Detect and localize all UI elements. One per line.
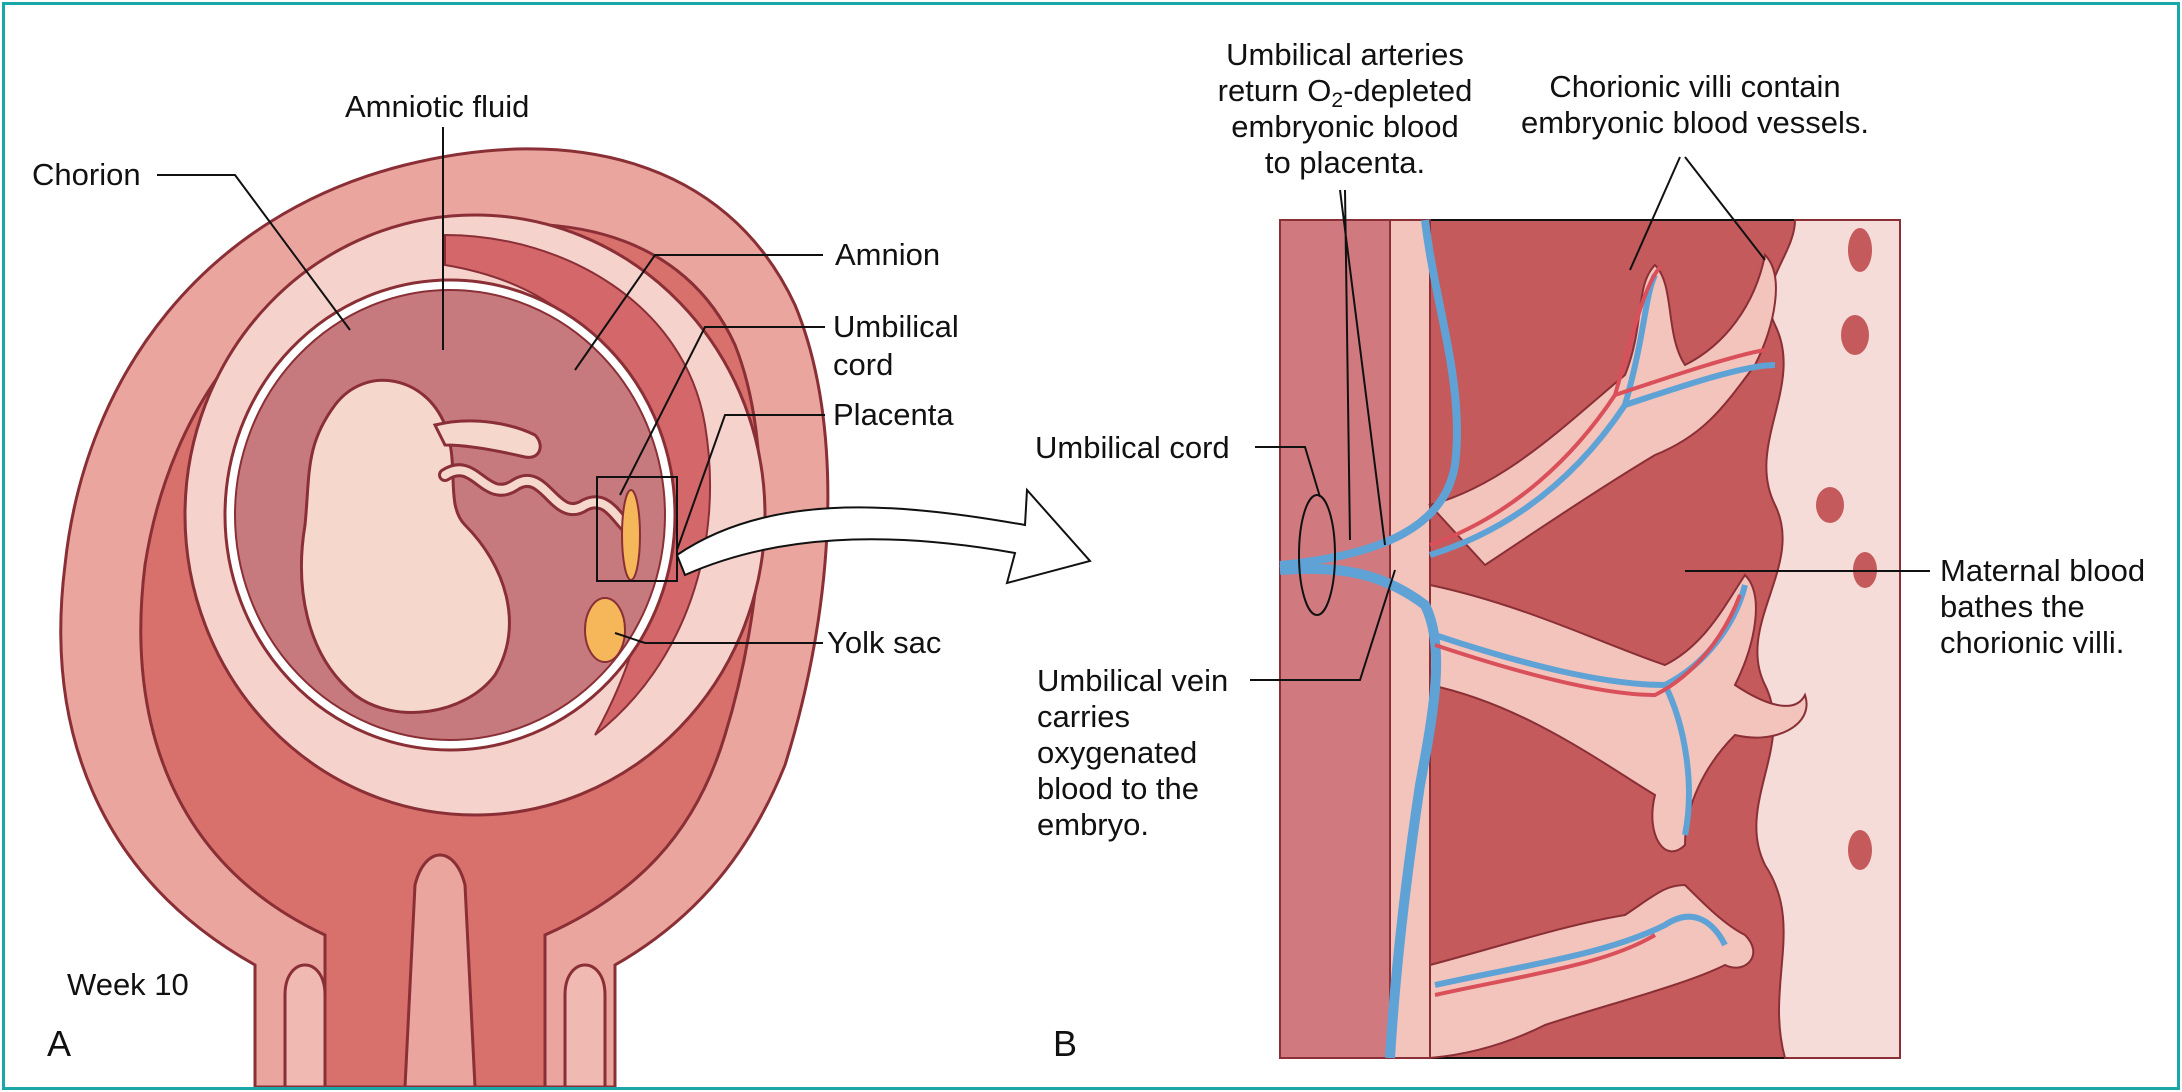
label-arteries-line3: embryonic blood [1231,109,1459,144]
cervix-left-lip [283,963,327,1087]
label-villi-line1: Chorionic villi contain [1549,69,1841,104]
maternal-island [1848,228,1872,272]
magnify-arrow [675,487,1092,585]
panel-letter-a: A [47,1023,72,1064]
label-placenta: Placenta [833,397,954,432]
label-umbilical-cord-a-line1: Umbilical [833,309,959,344]
leader-chorion [157,174,351,331]
label-villi-line2: embryonic blood vessels. [1520,105,1870,140]
label-arteries-line2-pre: return O [1217,73,1332,108]
label-umbilical-cord-b: Umbilical cord [1035,430,1230,465]
panel-b-illustration [1279,219,1901,1060]
label-arteries-line1: Umbilical arteries [1226,37,1464,72]
label-arteries-line2-sub: 2 [1331,89,1344,112]
label-chorion: Chorion [32,157,141,192]
leader-lines [157,127,1930,681]
label-maternal-line1: Maternal blood [1940,553,2146,588]
label-vein-line2: carries [1037,699,1131,734]
label-vein-line4: blood to the [1037,771,1200,806]
villus-tree-lower [1429,883,1755,1060]
embryo-limb [432,419,542,459]
yolk-stalk [621,489,641,581]
label-arteries-line4: to placenta. [1264,145,1426,180]
label-vein-line5: embryo. [1037,807,1149,842]
label-maternal-line2: bathes the [1940,589,2085,624]
label-vein-line3: oxygenated [1037,735,1198,770]
leader-arteries [1339,189,1386,546]
label-yolk-sac: Yolk sac [827,625,942,660]
leader-umbilical-cord-a [619,326,825,496]
leader-villi [1629,156,1766,271]
cervical-canal [403,853,477,1087]
label-arteries-line2-post: -depleted [1343,73,1473,108]
umbilical-cord-a-fill [441,466,629,529]
umbilical-cord-column [1279,219,1391,1059]
yolk-sac [584,597,626,663]
label-amnion: Amnion [835,237,941,272]
label-arteries-line2: return O2-depleted [1175,73,1515,111]
cervix-right-lip [563,963,607,1087]
villus-vessel-blue [1429,273,1776,988]
maternal-island [1841,315,1869,355]
leader-placenta [676,414,825,551]
cord-cross-section [1298,494,1336,616]
maternal-island [1848,830,1872,870]
panel-a-illustration [59,147,830,1087]
label-maternal-line3: chorionic villi. [1940,625,2125,660]
maternal-island [1816,487,1844,523]
leader-umbilical-cord-b [1255,446,1321,498]
umbilical-artery-vessel [1279,219,1461,569]
leader-yolk-sac [614,632,823,644]
leader-amnion [574,254,823,371]
label-week: Week 10 [67,967,189,1002]
label-vein-line1: Umbilical vein [1037,663,1229,698]
label-umbilical-cord-a-line2: cord [833,347,894,382]
label-amniotic-fluid: Amniotic fluid [345,89,530,124]
chorionic-plate [1389,219,1431,1059]
umbilical-vein-vessel [1279,563,1442,1059]
magnification-box [596,476,678,582]
illustration-canvas [59,127,1930,1087]
panel-letter-b: B [1053,1023,1078,1064]
leader-vein [1250,569,1396,681]
villus-vessel-red [1429,265,1766,997]
